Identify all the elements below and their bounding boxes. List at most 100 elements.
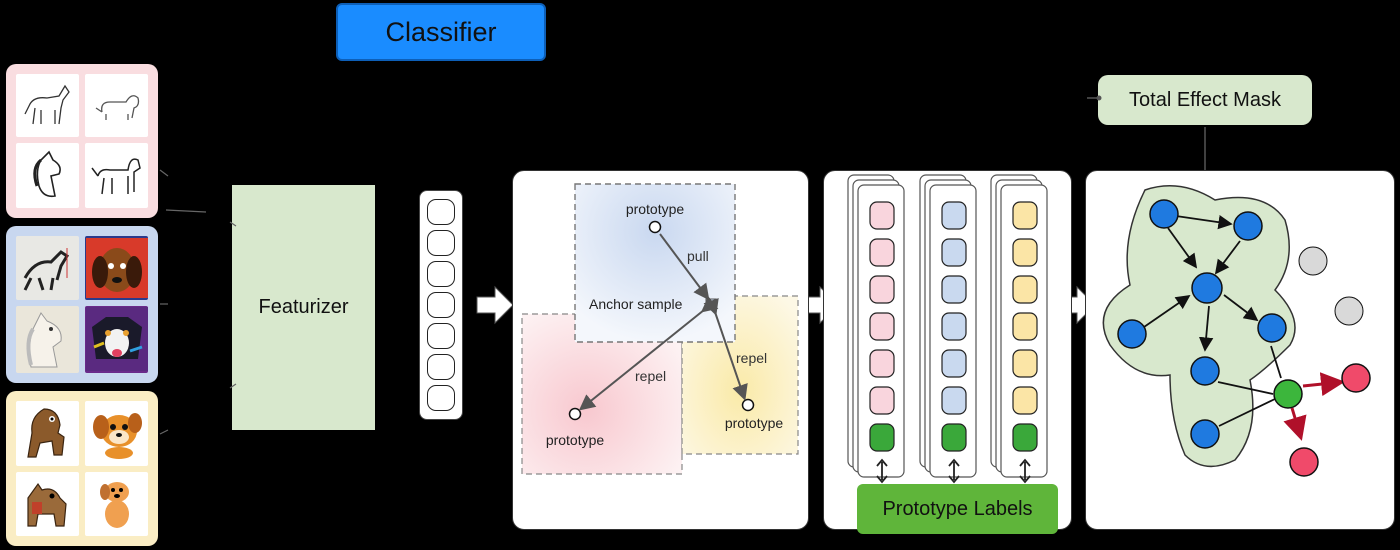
feature-slot [427, 291, 455, 318]
prototype-cell [869, 386, 895, 415]
prototype-labels-label: Prototype Labels [882, 497, 1033, 520]
pull-label: pull [687, 248, 709, 264]
graph-nodes [1117, 199, 1371, 477]
green-node [1273, 379, 1303, 409]
prototype-label-cell [1012, 423, 1038, 452]
prototype-cell [869, 201, 895, 230]
prototype-cell [1012, 238, 1038, 267]
feature-vector [419, 190, 463, 420]
art-dog-colorful-image [85, 305, 148, 373]
cartoon-dog-sitting-icon [99, 481, 129, 528]
total-effect-mask-label: Total Effect Mask [1129, 88, 1281, 111]
prototype-cell [941, 386, 967, 415]
label-link-arrow [948, 458, 960, 484]
prototype-stack-yellow [990, 174, 1048, 484]
prototype-cell [941, 312, 967, 341]
blue-node [1233, 211, 1263, 241]
cartoon-domain-panel [6, 391, 158, 546]
prototype-labels-box: Prototype Labels [857, 484, 1058, 534]
feature-slot [427, 260, 455, 287]
prototype-left-label: prototype [546, 432, 605, 448]
horse-head-sketch-icon [32, 150, 61, 198]
classifier-box: Classifier [336, 3, 546, 61]
pull-arrow [659, 233, 710, 301]
prototype-stacks [847, 174, 1048, 484]
dog-standing-sketch-icon [90, 158, 141, 195]
pink-node [1341, 363, 1371, 393]
cartoon-dog-sitting-image [85, 471, 148, 536]
prototype-cell [941, 275, 967, 304]
total-effect-mask-box: Total Effect Mask [1098, 75, 1312, 125]
prototype-stack-blue [919, 174, 977, 484]
label-link-arrow [1019, 458, 1031, 484]
cartoon-donkey-image [16, 471, 79, 536]
prototype-cell [1012, 386, 1038, 415]
cartoon-horse-image [16, 401, 79, 466]
sketch-dog-standing-image [85, 142, 148, 208]
sketch-dog-image [85, 74, 148, 137]
horse-portrait-icon [25, 312, 62, 368]
anchor-sample-label: Anchor sample [589, 296, 683, 312]
feature-slot [427, 385, 455, 412]
prototype-right-node [741, 398, 755, 412]
prototype-cell [869, 238, 895, 267]
art-horse-head-image [16, 305, 79, 373]
prototype-stack-pink [847, 174, 905, 484]
prototype-cell [941, 201, 967, 230]
feature-slot [427, 354, 455, 381]
prototype-cell [1012, 275, 1038, 304]
gray-node [1334, 296, 1364, 326]
prototype-cell [869, 349, 895, 378]
pink-node [1289, 447, 1319, 477]
blue-node [1190, 419, 1220, 449]
sketch-horse-image [16, 74, 79, 137]
colorful-dog-icon [85, 307, 148, 372]
prototype-cell [941, 238, 967, 267]
art-dog-image [85, 236, 148, 300]
blue-node [1149, 199, 1179, 229]
label-link-arrow [876, 458, 888, 484]
effect-edge-red [1302, 372, 1345, 397]
featurizer-label: Featurizer [258, 296, 349, 318]
flow-arrow-icon [476, 285, 514, 325]
anchor-sample-node [705, 298, 717, 310]
cartoon-horse-icon [26, 408, 65, 458]
prototype-top-node [648, 220, 662, 234]
effect-edge-red [1283, 407, 1307, 441]
art-horse-image [16, 236, 79, 300]
featurizer-box: Featurizer [232, 185, 375, 430]
feature-slot [427, 323, 455, 350]
contrastive-diagram: prototype pull Anchor sample repel repel… [521, 183, 799, 475]
prototype-label-cell [869, 423, 895, 452]
feature-slot [427, 198, 455, 225]
repel-left-arrow [578, 296, 719, 411]
blue-node [1190, 356, 1220, 386]
cartoon-donkey-icon [26, 482, 67, 527]
prototype-cell [941, 349, 967, 378]
prototype-right-label: prototype [725, 415, 784, 431]
sketch-horse-head-image [16, 142, 79, 208]
repel-right-arrow [703, 298, 748, 401]
blue-node [1191, 272, 1223, 304]
ink-horse-icon [23, 247, 69, 291]
feature-slot [427, 229, 455, 256]
repel-left-label: repel [635, 368, 666, 384]
mask-to-graph-connector [1204, 127, 1206, 175]
prototype-cell [1012, 349, 1038, 378]
gray-node [1298, 246, 1328, 276]
cartoon-puppy-icon [92, 413, 142, 460]
prototype-cell [1012, 312, 1038, 341]
art-domain-panel [6, 226, 158, 383]
dog-sketch-icon [95, 94, 139, 120]
cartoon-dog-image [85, 401, 148, 466]
repel-right-label: repel [736, 350, 767, 366]
blue-node [1117, 319, 1147, 349]
prototype-left-node [568, 407, 582, 421]
prototype-cell [869, 275, 895, 304]
classifier-label: Classifier [385, 16, 497, 47]
blue-node [1257, 313, 1287, 343]
sketch-domain-panel [6, 64, 158, 218]
image-connectors [159, 169, 237, 435]
prototype-label-cell [941, 423, 967, 452]
painted-dog-icon [85, 237, 148, 298]
